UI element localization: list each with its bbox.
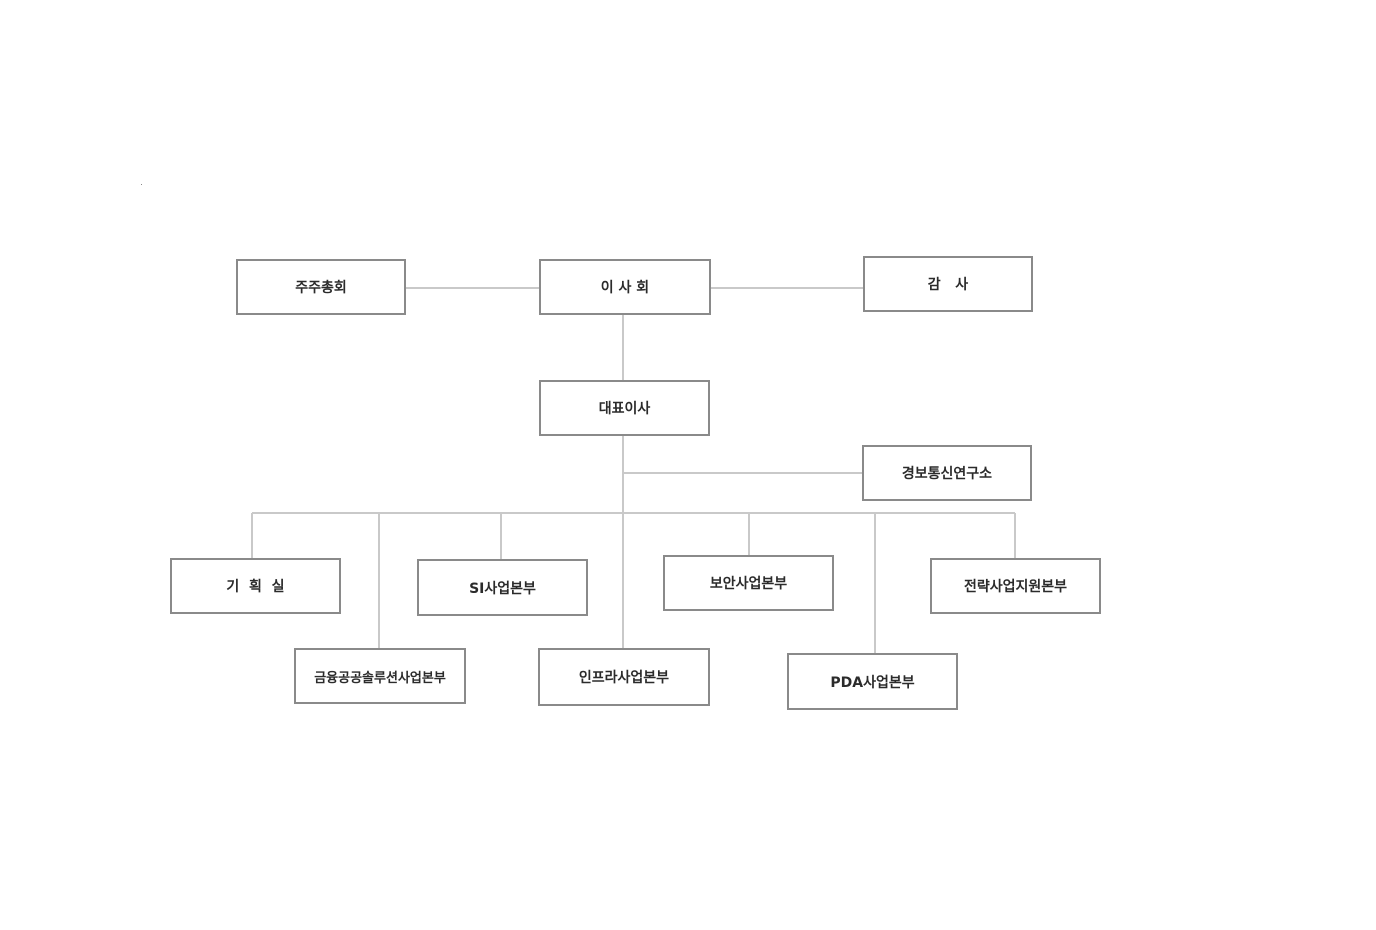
division-box-pda: PDA사업본부: [787, 653, 958, 710]
division-label-strategy: 전략사업지원본부: [963, 579, 1068, 595]
division-label-infra: 인프라사업본부: [578, 670, 670, 686]
stray-dot: [141, 184, 142, 185]
division-box-strategy: 전략사업지원본부: [930, 558, 1101, 614]
division-label-pda: PDA사업본부: [830, 674, 915, 691]
board-of-directors-box: 이 사 회: [539, 259, 711, 315]
division-box-si: SI사업본부: [417, 559, 588, 616]
division-box-security: 보안사업본부: [663, 555, 834, 611]
division-label-finance-public: 금융공공솔루션사업본부: [314, 670, 446, 686]
ceo-label: 대표이사: [598, 401, 651, 417]
auditor-box: 감 사: [863, 256, 1033, 312]
board-of-directors-label: 이 사 회: [600, 280, 650, 296]
division-box-infra: 인프라사업본부: [538, 648, 710, 706]
division-label-si: SI사업본부: [469, 580, 536, 597]
division-box-planning: 기 획 실: [170, 558, 341, 614]
shareholders-meeting-box: 주주총회: [236, 259, 406, 315]
research-lab-box: 경보통신연구소: [862, 445, 1032, 501]
division-label-planning: 기 획 실: [226, 579, 285, 595]
ceo-box: 대표이사: [539, 380, 710, 436]
research-lab-label: 경보통신연구소: [901, 466, 993, 482]
auditor-label: 감 사: [927, 277, 969, 293]
shareholders-meeting-label: 주주총회: [295, 280, 347, 296]
division-box-finance-public: 금융공공솔루션사업본부: [294, 648, 466, 704]
division-label-security: 보안사업본부: [709, 576, 788, 592]
